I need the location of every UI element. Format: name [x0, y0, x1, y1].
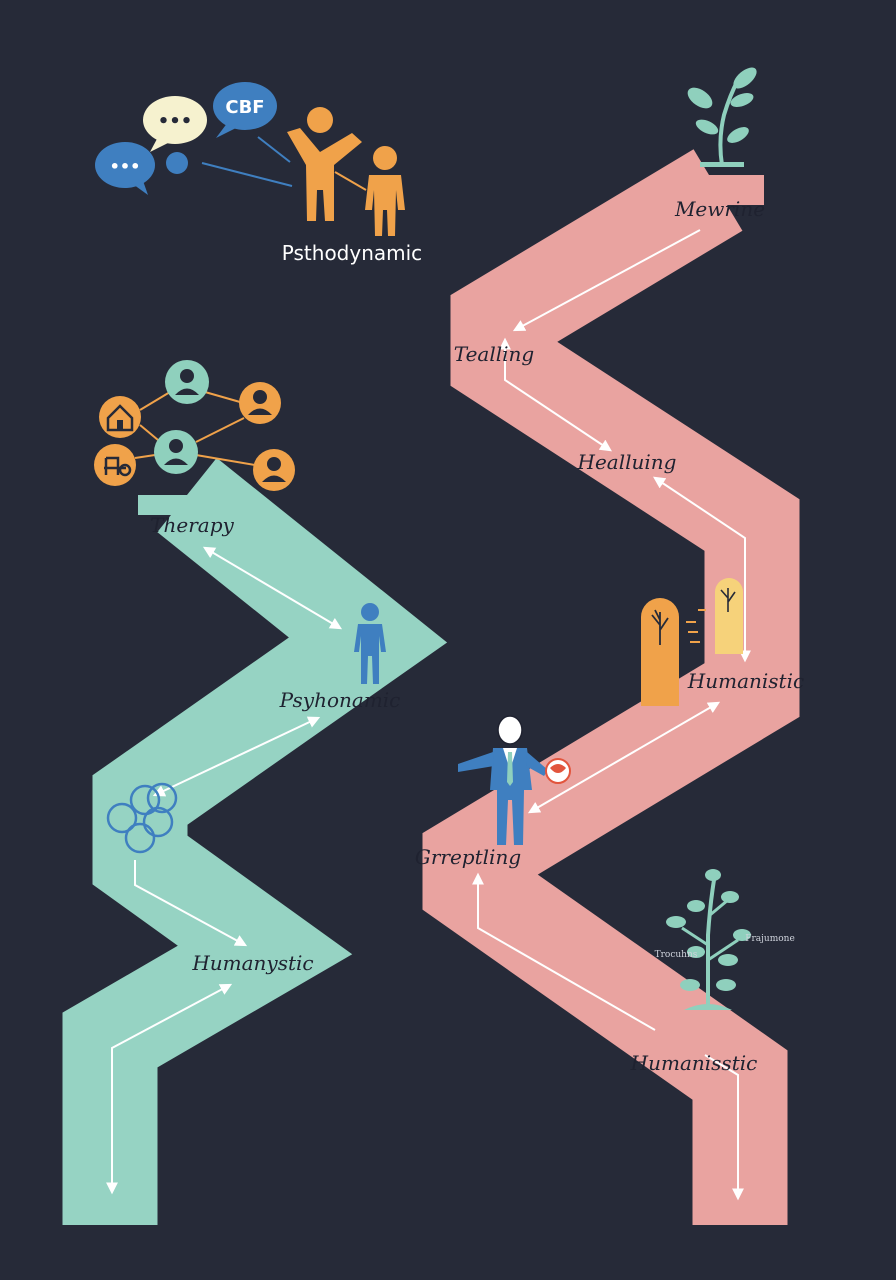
psthodynamic-title: Psthodynamic [282, 241, 422, 265]
humanisstic-label: Humanisstic [630, 1051, 758, 1075]
pink-path [422, 149, 800, 1225]
businessman-icon [458, 715, 571, 845]
cbf-label: CBF [225, 97, 264, 118]
psyhonamic-label: Psyhonamic [279, 688, 401, 712]
arrow-bottom-teal [106, 983, 233, 1195]
humanystic-label: Humanystic [191, 951, 313, 975]
tree-label-left: Trocuhns [655, 950, 698, 960]
therapy-label: Therapy [150, 513, 234, 537]
arrow-humanisstic [704, 1054, 744, 1201]
arrow-humanistic [527, 701, 721, 814]
arrow-tealling [499, 337, 612, 452]
person-icon [287, 107, 405, 236]
arrow-to-humanystic [134, 860, 248, 947]
tree-label-right: Frajumone [745, 934, 795, 944]
grreptling-label: Grreptling [415, 845, 521, 869]
connector-lines-top [201, 136, 293, 187]
tealling-label: Tealling [454, 342, 534, 366]
arrow-therapy-down [202, 546, 343, 630]
home-icon [106, 404, 134, 432]
people-network-icon [94, 360, 295, 491]
healluing-label: Healluing [577, 450, 677, 474]
bubble-dots-left: ••• [110, 157, 141, 176]
sprout-icon [687, 67, 757, 167]
bubble-dots-top: ••• [158, 111, 193, 132]
arrow-mewrine [512, 229, 701, 332]
speech-bubble-icon: ••• ••• CBF [95, 82, 277, 195]
overlapping-circles-icon [106, 782, 178, 854]
tree-sprout-icon [666, 869, 751, 1010]
tree-figure-icon [641, 578, 743, 706]
standing-person-icon [354, 603, 386, 684]
arrow-psyhonamic [152, 716, 321, 797]
arrow-healluing [653, 476, 751, 663]
teal-path-arrows [106, 546, 343, 1195]
pink-path-arrows [472, 229, 751, 1201]
mewrine-label: Mewrine [674, 197, 765, 221]
teal-path [62, 457, 448, 1225]
arrow-grreptling [472, 872, 656, 1031]
humanistic-label: Humanistic [687, 669, 804, 693]
